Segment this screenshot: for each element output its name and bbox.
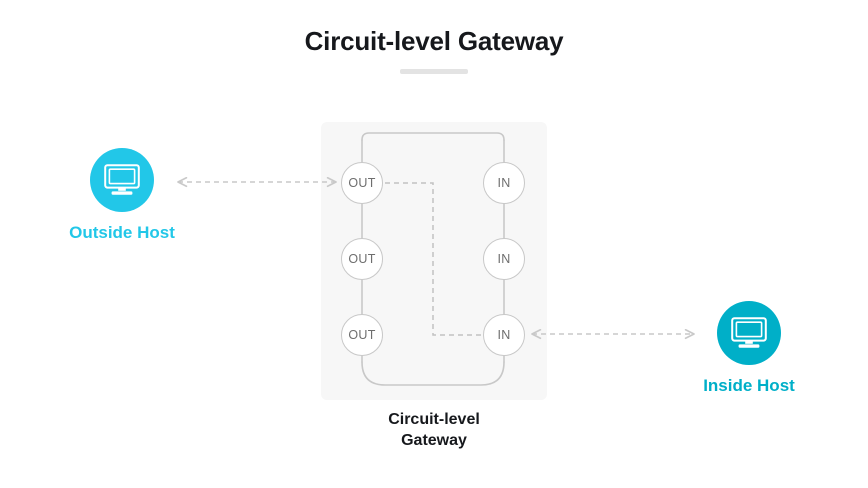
inside-host-circle <box>717 301 781 365</box>
port-in-1[interactable]: IN <box>483 162 525 204</box>
port-out-3[interactable]: OUT <box>341 314 383 356</box>
gateway-caption-line1: Circuit-level <box>388 411 480 428</box>
circuit-out1-to-in3 <box>385 182 481 336</box>
page-title: Circuit-level Gateway <box>304 26 564 56</box>
port-in-3-label: IN <box>497 328 511 342</box>
inside-host-node[interactable]: Inside Host <box>665 301 833 396</box>
port-out-2-label: OUT <box>348 252 376 266</box>
port-in-2[interactable]: IN <box>483 238 525 280</box>
port-out-3-label: OUT <box>348 328 376 342</box>
desktop-monitor-icon <box>104 164 140 195</box>
outside-host-label: Outside Host <box>69 223 175 242</box>
inside-host-label: Inside Host <box>703 376 795 395</box>
port-in-1-label: IN <box>497 176 511 190</box>
title-divider <box>400 69 468 74</box>
gateway-caption: Circuit-level Gateway <box>321 409 547 451</box>
port-out-1-label: OUT <box>348 176 376 190</box>
port-out-1[interactable]: OUT <box>341 162 383 204</box>
gateway-caption-line2: Gateway <box>401 432 467 449</box>
port-in-3[interactable]: IN <box>483 314 525 356</box>
outside-host-circle <box>90 148 154 212</box>
desktop-monitor-icon <box>731 317 767 348</box>
outside-host-node[interactable]: Outside Host <box>38 148 206 243</box>
port-out-2[interactable]: OUT <box>341 238 383 280</box>
port-in-2-label: IN <box>497 252 511 266</box>
